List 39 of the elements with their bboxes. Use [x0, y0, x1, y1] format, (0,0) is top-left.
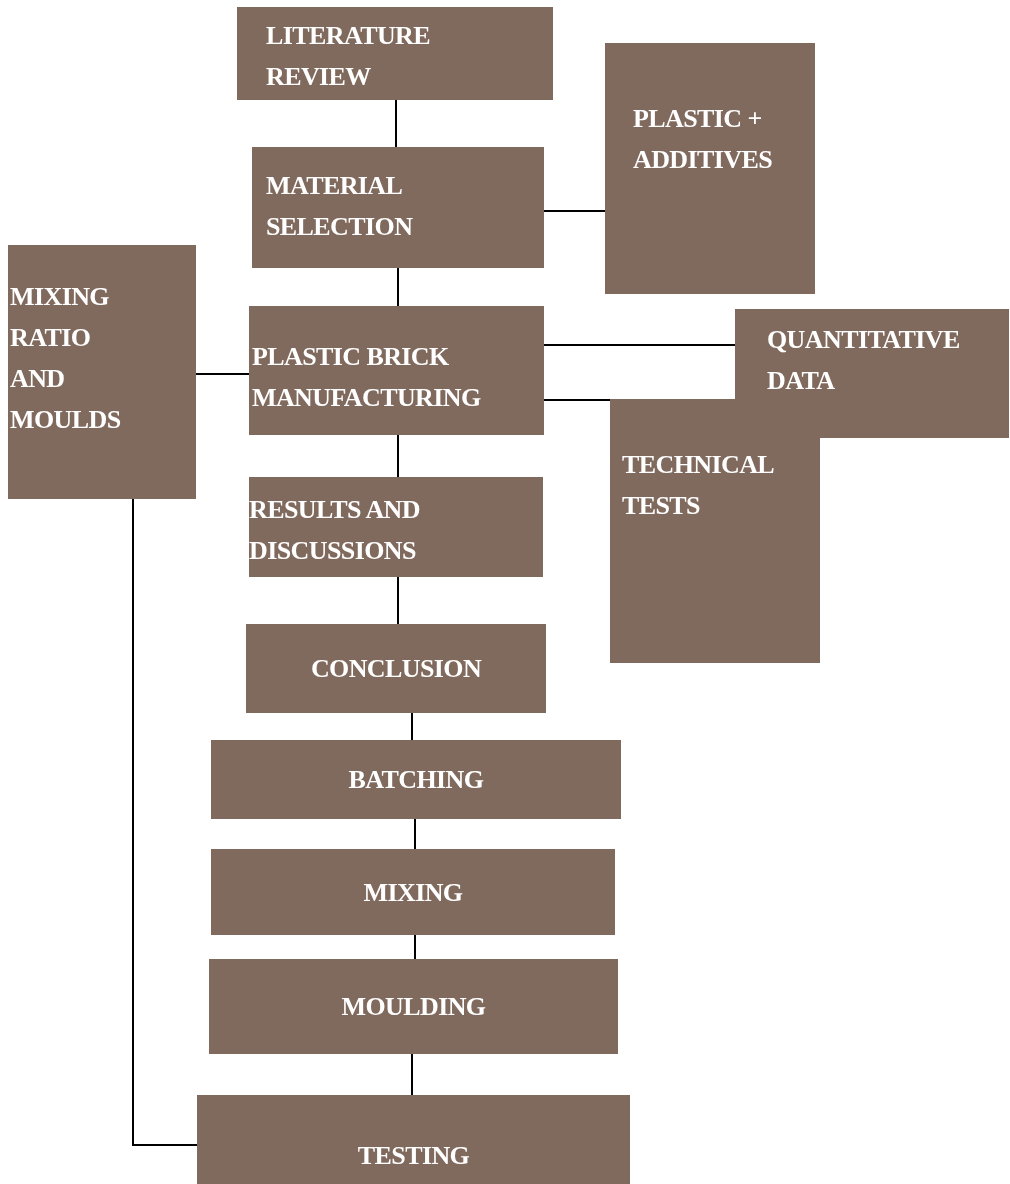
step-label: TESTING	[357, 1140, 470, 1172]
connector-line	[395, 99, 397, 148]
connector-line	[195, 373, 250, 375]
process-box	[211, 849, 615, 935]
process-box	[197, 1095, 630, 1184]
process-box	[246, 624, 546, 713]
process-box	[211, 740, 621, 819]
process-box	[249, 477, 543, 577]
step-label: RESULTS AND DISCUSSIONS	[249, 494, 421, 567]
process-box	[252, 147, 544, 268]
connector-line	[414, 934, 416, 960]
connector-line	[543, 344, 736, 346]
connector-line	[411, 712, 413, 741]
connector-line	[397, 576, 399, 625]
connector-line	[397, 267, 399, 307]
step-label: TECHNICAL TESTS	[622, 449, 775, 522]
connector-line	[414, 818, 416, 850]
connector-line	[411, 1053, 413, 1096]
step-label: MATERIAL SELECTION	[266, 170, 414, 243]
process-box	[610, 399, 820, 663]
process-box	[237, 7, 553, 100]
step-label: CONCLUSION	[310, 653, 482, 685]
connector-line	[543, 399, 611, 401]
step-label: MOULDING	[341, 991, 486, 1023]
process-box	[605, 43, 815, 294]
step-label: MIXING RATIO AND MOULDS	[10, 281, 121, 436]
step-label: PLASTIC BRICK MANUFACTURING	[252, 341, 482, 414]
connector-line	[543, 210, 606, 212]
step-label: MIXING	[363, 876, 463, 909]
process-box	[735, 309, 1009, 438]
step-label: BATCHING	[348, 764, 484, 796]
step-label: PLASTIC + ADDITIVES	[633, 103, 773, 176]
step-label: QUANTITATIVE DATA	[767, 324, 961, 397]
step-label: LITERATURE REVIEW	[266, 20, 431, 93]
process-box	[209, 959, 618, 1054]
process-box	[8, 245, 196, 499]
process-box	[249, 306, 544, 435]
connector-line	[397, 434, 399, 478]
connector-line	[132, 498, 198, 1146]
